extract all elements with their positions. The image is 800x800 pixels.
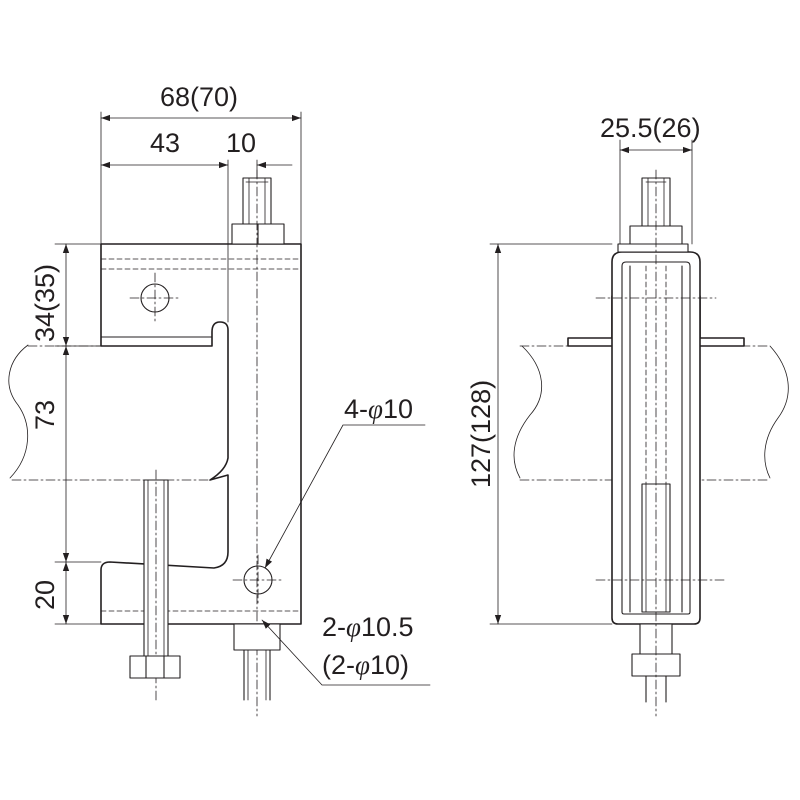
side-bottom-rod (645, 675, 667, 703)
bottom-nut-right (233, 623, 281, 651)
label-4-phi10: 4-φ10 (344, 394, 413, 424)
label-2-value: 10.5 (361, 612, 414, 642)
dim-height-bottom: 20 (30, 580, 60, 610)
dim-height-top: 34(35) (30, 264, 60, 342)
leader-2-phi10-5 (261, 619, 431, 686)
bottom-rod-right-thread (247, 649, 267, 701)
side-channel-inner (621, 261, 691, 615)
label-2-phi10-alt: (2-φ10) (322, 650, 409, 680)
side-washer (617, 243, 689, 253)
leader-4-phi10 (264, 424, 426, 569)
phi-symbol: φ (355, 650, 370, 680)
side-top-bolt (641, 177, 671, 227)
label-4-prefix: 4- (344, 394, 368, 424)
dim-width-total: 68(70) (160, 82, 238, 112)
clamp-bolt-head (129, 655, 181, 679)
label-2-prefix: 2- (322, 612, 346, 642)
side-hidden-bolt (645, 265, 667, 485)
dim-height-mid: 73 (30, 400, 60, 430)
front-view: 68(70) 43 10 34(35) 73 20 4-φ10 2-φ10.5 … (8, 82, 431, 717)
dim-width-10: 10 (226, 128, 256, 158)
clamp-bolt-thread (147, 479, 165, 661)
top-bolt-shank (242, 177, 272, 227)
label-2-phi10-5: 2-φ10.5 (322, 612, 414, 642)
side-dim-height: 127(128) (466, 380, 496, 488)
side-dim-width: 25.5(26) (600, 113, 701, 143)
bottom-rod-right (243, 649, 271, 701)
phi-symbol: φ (368, 394, 383, 424)
beam-break-side-right (764, 345, 789, 479)
phi-symbol: φ (346, 612, 361, 642)
label-4-value: 10 (383, 394, 413, 424)
side-view: 25.5(26) 127(128) (466, 113, 789, 717)
side-clamp-bolt-thread (645, 483, 667, 613)
beam-break-side-left (513, 345, 542, 479)
dim-width-43: 43 (150, 128, 180, 158)
label-2-alt-value: 10) (370, 650, 409, 680)
beam-break-left (8, 344, 29, 479)
bracket-body-outline (100, 243, 302, 625)
label-2-alt-prefix: (2- (322, 650, 355, 680)
